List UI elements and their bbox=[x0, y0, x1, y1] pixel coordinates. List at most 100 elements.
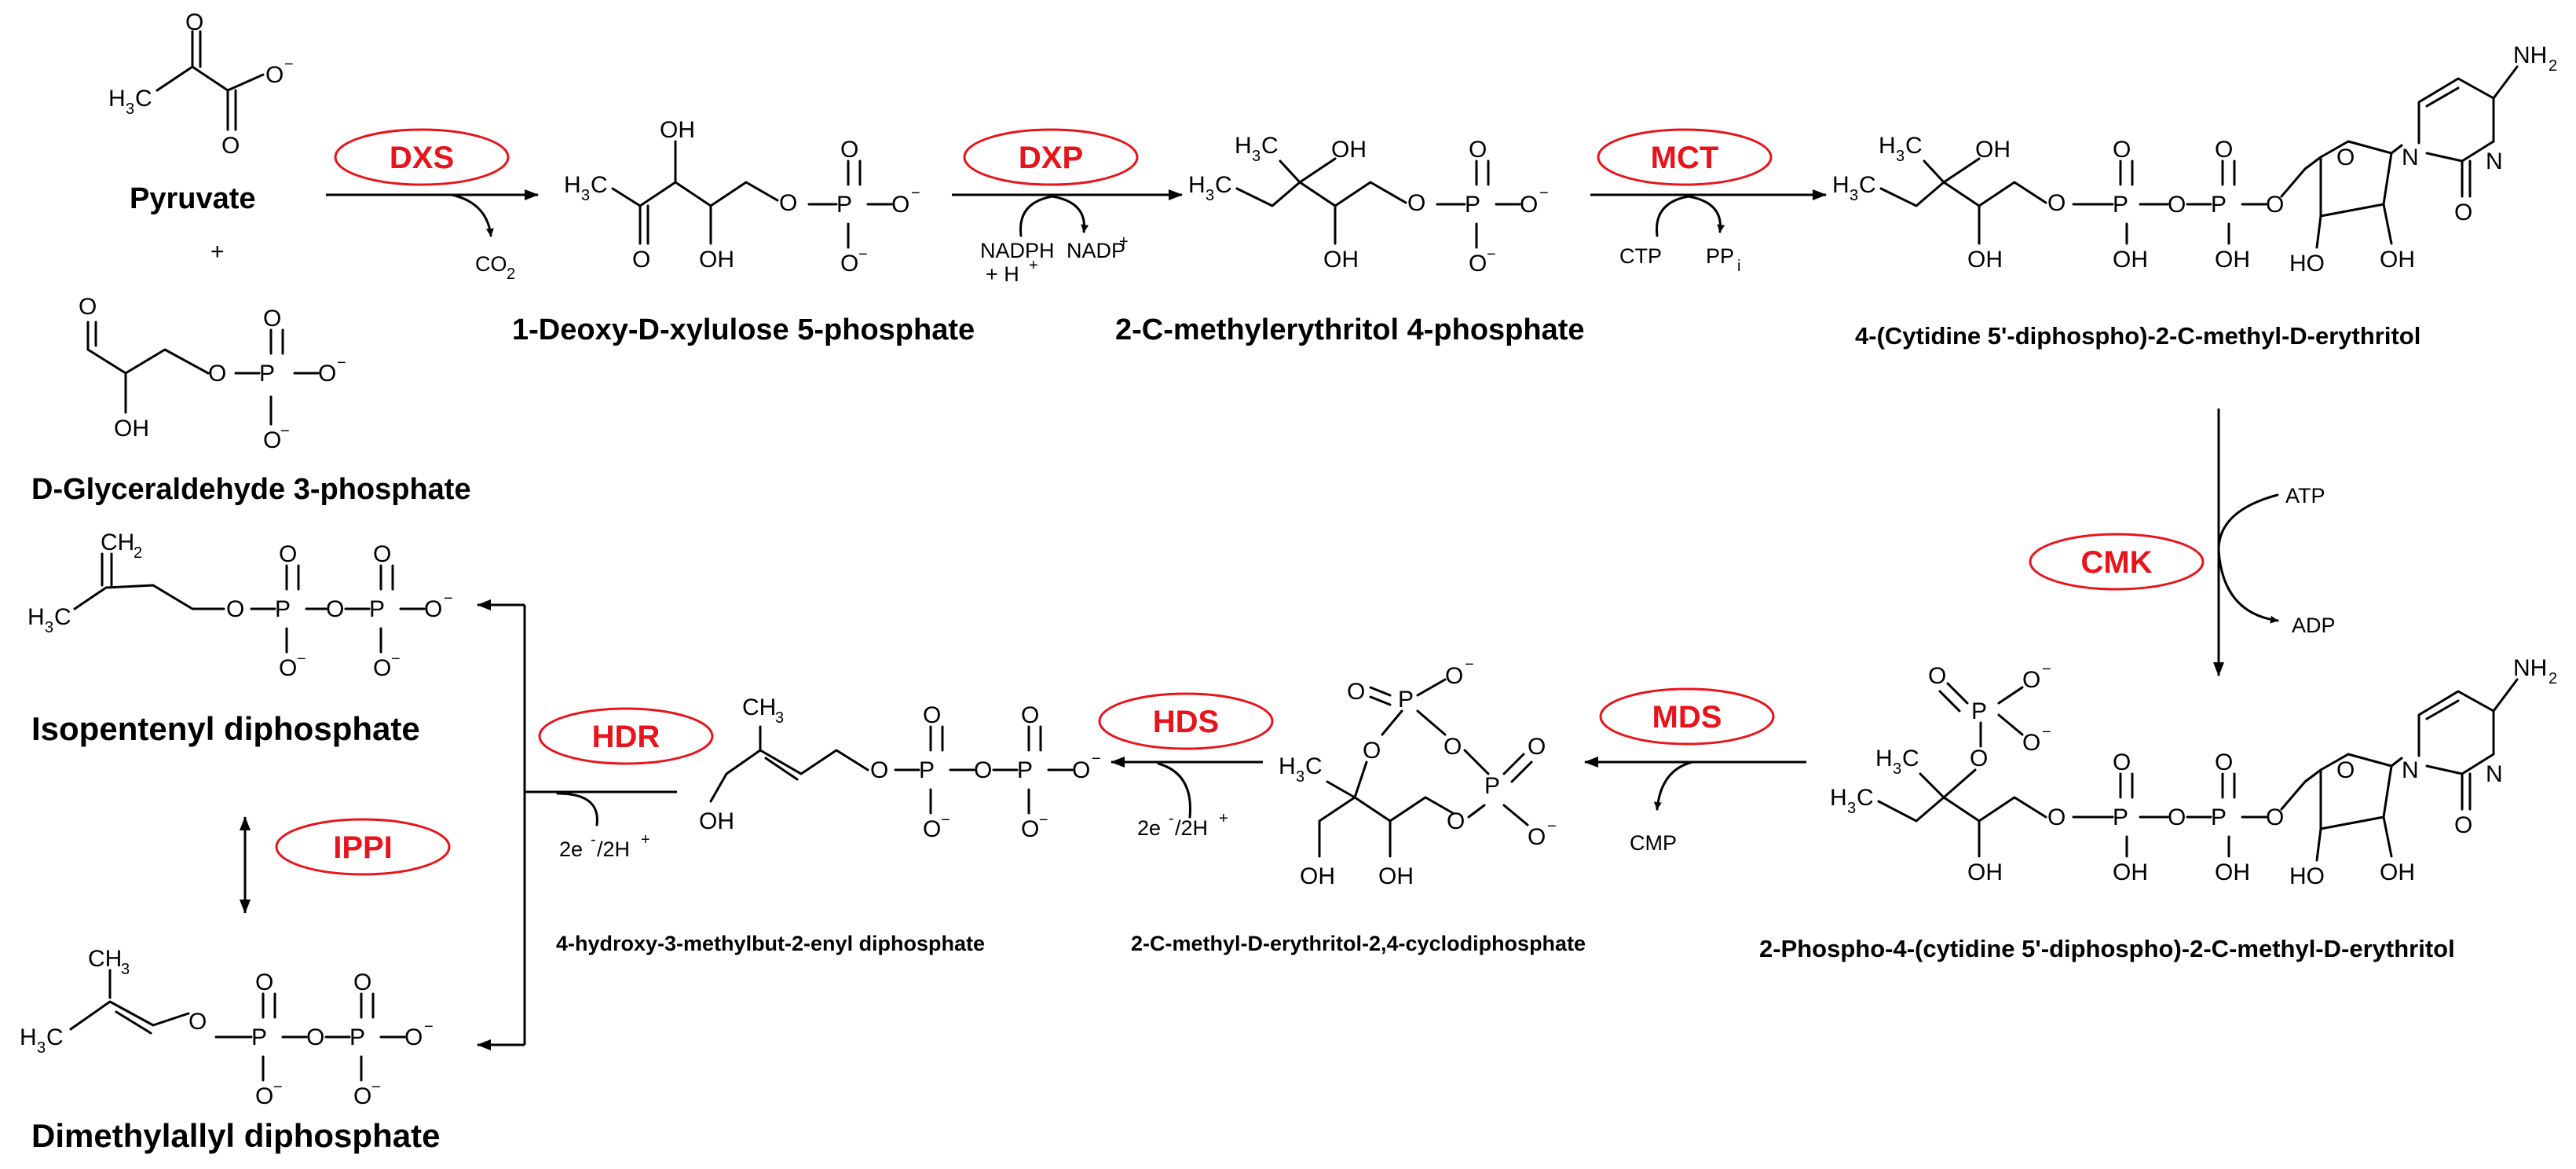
svg-text:OH: OH bbox=[2215, 859, 2250, 885]
svg-text:O: O bbox=[2266, 192, 2284, 218]
svg-text:O: O bbox=[632, 247, 650, 273]
svg-text:O: O bbox=[263, 306, 281, 332]
svg-text:O: O bbox=[226, 596, 244, 622]
svg-text:P: P bbox=[1484, 773, 1500, 799]
svg-text:P: P bbox=[275, 596, 291, 622]
hdr-electrons-rest-label: /2H bbox=[597, 837, 630, 861]
svg-text:H: H bbox=[1279, 753, 1296, 779]
svg-text:2: 2 bbox=[507, 266, 515, 283]
svg-text:OH: OH bbox=[699, 808, 734, 834]
svg-text:P: P bbox=[349, 1024, 365, 1050]
svg-text:O: O bbox=[870, 757, 888, 783]
hds-enzyme-label: HDS bbox=[1153, 705, 1219, 739]
svg-text:3: 3 bbox=[775, 709, 784, 727]
svg-text:NH: NH bbox=[2513, 42, 2547, 68]
svg-text:−: − bbox=[273, 1079, 283, 1096]
svg-text:OH: OH bbox=[660, 117, 695, 143]
svg-text:OH: OH bbox=[114, 416, 149, 442]
plus-sign: + bbox=[210, 239, 225, 265]
svg-text:HO: HO bbox=[2289, 251, 2325, 277]
hdr-enzyme-label: HDR bbox=[592, 720, 660, 754]
svg-text:O: O bbox=[404, 1024, 423, 1050]
svg-text:C: C bbox=[1857, 785, 1874, 811]
svg-text:C: C bbox=[591, 172, 608, 198]
ippi-enzyme-ellipse bbox=[275, 818, 451, 876]
svg-text:3: 3 bbox=[1850, 187, 1858, 204]
svg-text:OH: OH bbox=[1378, 863, 1414, 889]
svg-text:N: N bbox=[2486, 148, 2503, 174]
svg-text:O: O bbox=[255, 969, 273, 995]
svg-text:−: − bbox=[1092, 750, 1101, 768]
svg-text:O: O bbox=[279, 541, 297, 567]
svg-text:+: + bbox=[641, 831, 650, 848]
svg-text:NH: NH bbox=[2513, 655, 2547, 681]
svg-text:OH: OH bbox=[1323, 247, 1359, 273]
svg-text:HO: HO bbox=[2289, 863, 2325, 889]
svg-text:OH: OH bbox=[2380, 247, 2415, 273]
svg-text:OH: OH bbox=[2113, 247, 2148, 273]
svg-text:H: H bbox=[1879, 133, 1896, 159]
mecpp-label: 2-C-methyl-D-erythritol-2,4-cyclodiphosp… bbox=[1131, 932, 1586, 955]
svg-text:−: − bbox=[1539, 185, 1549, 202]
svg-text:O: O bbox=[185, 9, 203, 35]
svg-text:O: O bbox=[974, 757, 992, 783]
ppi-label: PP bbox=[1706, 244, 1734, 268]
svg-text:3: 3 bbox=[1896, 148, 1905, 165]
svg-text:O: O bbox=[353, 1083, 371, 1109]
svg-text:O: O bbox=[424, 596, 442, 622]
svg-text:C: C bbox=[1859, 172, 1876, 198]
svg-text:O: O bbox=[326, 596, 344, 622]
svg-text:P: P bbox=[1465, 192, 1480, 218]
svg-text:O: O bbox=[1363, 738, 1381, 764]
svg-text:−: − bbox=[2042, 724, 2051, 741]
mep-label: 2-C-methylerythritol 4-phosphate bbox=[1115, 313, 1585, 346]
svg-text:−: − bbox=[280, 423, 290, 440]
cmk-enzyme-label: CMK bbox=[2080, 545, 2152, 580]
atp-label: ATP bbox=[2285, 484, 2325, 508]
svg-text:H: H bbox=[20, 1024, 37, 1050]
cdp-me-label: 4-(Cytidine 5'-diphospho)-2-C-methyl-D-e… bbox=[1855, 322, 2420, 350]
svg-text:O: O bbox=[2454, 200, 2472, 225]
svg-text:3: 3 bbox=[1206, 187, 1214, 204]
svg-text:O: O bbox=[2022, 730, 2040, 756]
svg-text:N: N bbox=[2486, 761, 2503, 787]
svg-text:O: O bbox=[1347, 679, 1365, 705]
svg-text:P: P bbox=[1017, 757, 1033, 783]
adp-label: ADP bbox=[2292, 614, 2336, 637]
svg-text:O: O bbox=[2215, 137, 2233, 163]
svg-text:O: O bbox=[923, 816, 941, 842]
dxp-label: 1-Deoxy-D-xylulose 5-phosphate bbox=[512, 313, 975, 346]
svg-text:P: P bbox=[369, 596, 385, 622]
svg-text:N: N bbox=[2402, 145, 2419, 170]
svg-text:−: − bbox=[1039, 812, 1048, 829]
g3p-label: D-Glyceraldehyde 3-phosphate bbox=[31, 473, 471, 506]
svg-text:H: H bbox=[1832, 172, 1850, 198]
svg-text:O: O bbox=[1970, 746, 1988, 771]
svg-text:P: P bbox=[251, 1024, 267, 1050]
svg-text:OH: OH bbox=[2113, 859, 2148, 885]
mds-enzyme-ellipse bbox=[1599, 687, 1775, 746]
svg-text:O: O bbox=[2215, 749, 2233, 775]
svg-text:O: O bbox=[373, 541, 391, 567]
svg-text:−: − bbox=[371, 1079, 381, 1096]
svg-text:O: O bbox=[1445, 663, 1463, 689]
svg-text:i: i bbox=[1737, 258, 1740, 275]
hds-electrons-rest-label: /2H bbox=[1175, 816, 1208, 840]
svg-text:H: H bbox=[108, 86, 126, 112]
co2-label: CO bbox=[475, 252, 507, 276]
svg-text:3: 3 bbox=[1296, 768, 1304, 786]
svg-text:3: 3 bbox=[45, 619, 53, 636]
hdr-electrons-label: 2e bbox=[559, 837, 583, 861]
svg-text:H: H bbox=[1188, 172, 1206, 198]
svg-text:O: O bbox=[373, 655, 391, 681]
svg-text:O: O bbox=[2047, 190, 2066, 216]
dxs-enzyme-label: DXS bbox=[390, 141, 454, 175]
svg-text:O: O bbox=[1021, 702, 1039, 728]
svg-text:+: + bbox=[1119, 233, 1129, 251]
svg-text:O: O bbox=[2113, 749, 2131, 775]
